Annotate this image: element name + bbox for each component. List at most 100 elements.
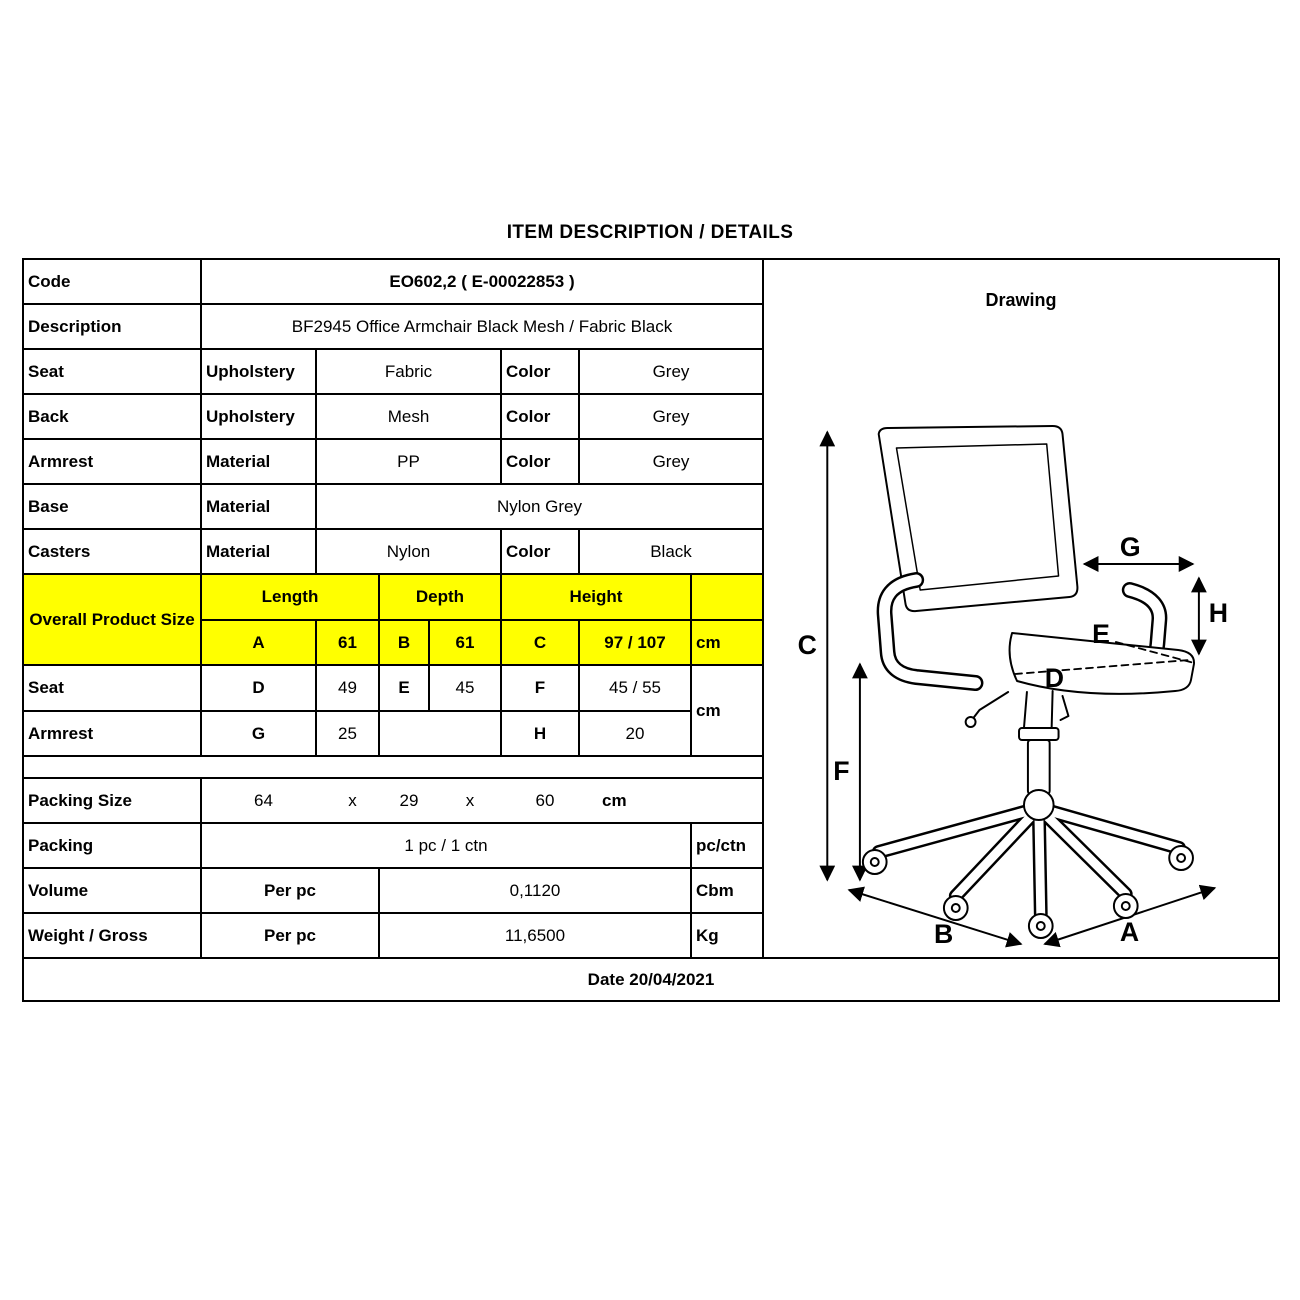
spec-label: Base [22, 483, 202, 530]
dim-value-h: 20 [578, 710, 692, 757]
dim-label-f: F [833, 756, 849, 786]
armrest-dims-row: Armrest G 25 H 20 [22, 710, 1279, 757]
weight-unit: Kg [690, 912, 764, 959]
size-header-row: Overall Product Size Length Depth Height [22, 573, 1279, 666]
spec-row-armrest: Armrest Material PP Color Grey [22, 438, 1279, 485]
volume-label: Volume [22, 867, 202, 914]
dim-label-d: D [1045, 663, 1064, 693]
spacer-cell [22, 755, 764, 779]
packing-size-unit: cm [602, 790, 627, 810]
date-row: Date 20/04/2021 [22, 957, 1280, 1002]
packing-size-row: Packing Size 64 x 29 x 60 cm [22, 777, 1279, 824]
dim-label-g: G [1120, 532, 1141, 562]
item-spec-table: Code EO602,2 ( E-00022853 ) Drawing [22, 258, 1280, 1002]
spec-color-value: Black [578, 528, 764, 575]
dim-value-e: 45 [428, 664, 502, 712]
weight-value: 11,6500 [378, 912, 692, 959]
seat-dims-label: Seat [22, 664, 202, 712]
packing-depth: 29 [399, 790, 419, 810]
spec-value: Nylon [315, 528, 502, 575]
weight-label: Weight / Gross [22, 912, 202, 959]
spec-label: Armrest [22, 438, 202, 485]
volume-row: Volume Per pc 0,1120 Cbm [22, 867, 1279, 914]
weight-per: Per pc [200, 912, 380, 959]
dim-key-d: D [200, 664, 317, 712]
volume-value: 0,1120 [378, 867, 692, 914]
seat-armrest-unit: cm [690, 664, 764, 757]
dim-value-g: 25 [315, 710, 380, 757]
dim-key-f: F [500, 664, 580, 712]
spec-color-value: Grey [578, 438, 764, 485]
armrest-dims-spacer [378, 710, 502, 757]
spec-value: Fabric [315, 348, 502, 395]
dim-key-g: G [200, 710, 317, 757]
spec-attr: Upholstery [200, 393, 317, 440]
dim-key-c: C [500, 619, 580, 666]
page-title: ITEM DESCRIPTION / DETAILS [506, 222, 794, 243]
weight-row: Weight / Gross Per pc 11,6500 Kg [22, 912, 1279, 959]
description-value: BF2945 Office Armchair Black Mesh / Fabr… [200, 303, 764, 350]
code-value: EO602,2 ( E-00022853 ) [200, 258, 764, 305]
packing-size-values: 64 x 29 x 60 cm [200, 777, 764, 824]
description-row: Description BF2945 Office Armchair Black… [22, 303, 1279, 350]
volume-unit: Cbm [690, 867, 764, 914]
packing-length: 64 [254, 790, 273, 810]
spec-value: Mesh [315, 393, 502, 440]
dim-key-h: H [500, 710, 580, 757]
spec-value: Nylon Grey [315, 483, 764, 530]
size-values-row: A 61 B 61 C 97 / 107 cm [23, 619, 1279, 666]
length-header: Length [200, 573, 380, 621]
drawing-title: Drawing [985, 290, 1057, 310]
spec-value: PP [315, 438, 502, 485]
dim-value-a: 61 [315, 619, 380, 666]
packing-size-label: Packing Size [22, 777, 202, 824]
volume-per: Per pc [200, 867, 380, 914]
dim-value-d: 49 [315, 664, 380, 712]
spec-row-base: Base Material Nylon Grey [22, 483, 1279, 530]
packing-height: 60 [535, 790, 555, 810]
drawing-area: Drawing [768, 261, 1274, 956]
overall-size-label: Overall Product Size [22, 573, 202, 666]
dim-value-c: 97 / 107 [578, 619, 692, 666]
date-value: Date 20/04/2021 [22, 957, 1280, 1002]
spec-label: Casters [22, 528, 202, 575]
dim-key-a: A [200, 619, 317, 666]
spec-row-back: Back Upholstery Mesh Color Grey [22, 393, 1279, 440]
spec-color-label: Color [500, 438, 580, 485]
spec-color-value: Grey [578, 393, 764, 440]
description-label: Description [22, 303, 202, 350]
spacer-row [22, 755, 1279, 779]
dim-key-e: E [378, 664, 430, 712]
seat-dims-row: Seat D 49 E 45 F 45 / 55 cm [22, 664, 1279, 757]
packing-sep2: x [465, 790, 475, 810]
spec-color-label: Color [500, 393, 580, 440]
spec-row-casters: Casters Material Nylon Color Black [22, 528, 1279, 575]
dim-label-e: E [1092, 619, 1110, 649]
depth-header: Depth [378, 573, 502, 621]
packing-value: 1 pc / 1 ctn [200, 822, 692, 869]
spec-label: Seat [22, 348, 202, 395]
packing-sep1: x [348, 790, 357, 810]
code-label: Code [22, 258, 202, 305]
dim-label-a: A [1120, 917, 1139, 947]
code-row: Code EO602,2 ( E-00022853 ) Drawing [22, 258, 1280, 959]
drawing-cell: Drawing [762, 258, 1280, 959]
spec-color-label: Color [500, 348, 580, 395]
dim-label-b: B [934, 919, 953, 949]
spec-label: Back [22, 393, 202, 440]
spec-attr: Upholstery [200, 348, 317, 395]
dim-value-b: 61 [428, 619, 502, 666]
dim-label-c: C [798, 630, 817, 660]
packing-label: Packing [22, 822, 202, 869]
spec-color-value: Grey [578, 348, 764, 395]
spec-attr: Material [200, 528, 317, 575]
dim-label-h: H [1209, 598, 1228, 628]
chair-technical-drawing-icon: C F G H E D B A [798, 425, 1228, 949]
spec-row-seat: Seat Upholstery Fabric Color Grey [22, 348, 1279, 395]
size-unit: cm [690, 619, 764, 666]
spec-attr: Material [200, 483, 317, 530]
packing-unit: pc/ctn [690, 822, 764, 869]
height-header: Height [500, 573, 692, 621]
dim-key-b: B [378, 619, 430, 666]
